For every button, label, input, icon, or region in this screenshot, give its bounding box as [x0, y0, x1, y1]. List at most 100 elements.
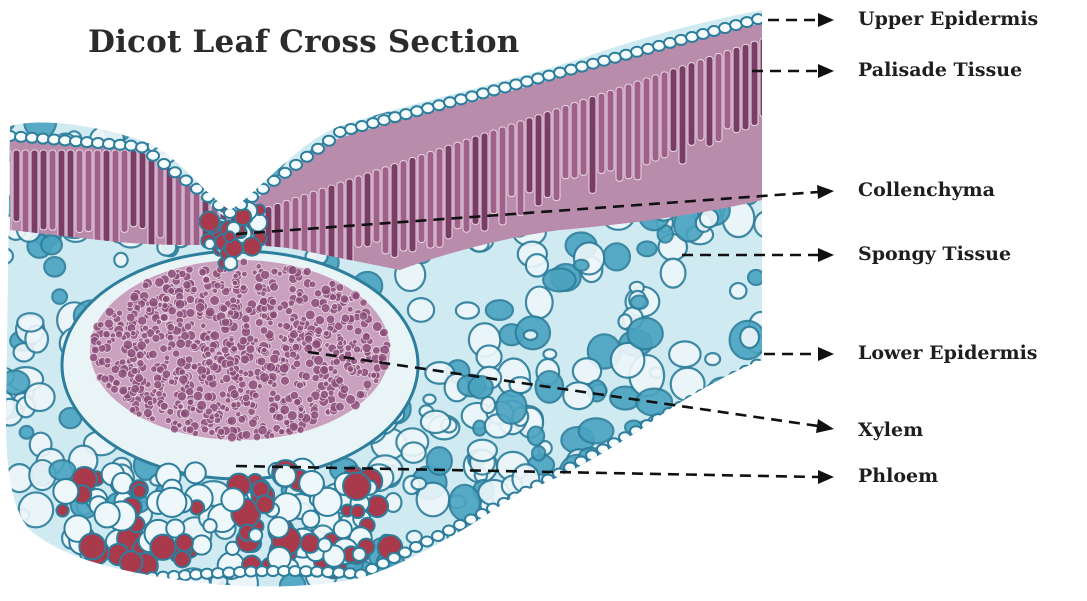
xylem-cell — [270, 390, 277, 397]
palisade-cell — [634, 81, 641, 180]
xylem-cell — [218, 428, 225, 435]
xylem-cell — [130, 330, 136, 336]
xylem-cell — [186, 308, 195, 317]
palisade-cell — [697, 60, 704, 141]
palisade-cell — [526, 118, 533, 193]
xylem-cell — [115, 331, 122, 338]
upper-epidermis-cell — [235, 200, 247, 210]
lower-epidermis-cell — [69, 574, 81, 584]
arrowhead-palisade-tissue — [818, 64, 834, 78]
xylem-cell — [309, 281, 316, 288]
arrowhead-spongy-tissue — [818, 248, 834, 262]
xylem-cell — [181, 409, 190, 418]
xylem-cell — [312, 340, 321, 349]
xylem-cell — [242, 315, 250, 323]
xylem-cell — [268, 379, 274, 385]
xylem-cell — [105, 308, 114, 317]
spongy-cell — [543, 349, 556, 359]
xylem-cell — [336, 376, 344, 384]
spongy-cell — [637, 242, 656, 257]
spongy-cell — [729, 518, 761, 555]
spongy-cell — [614, 443, 631, 461]
spongy-cell — [311, 118, 324, 131]
upper-epidermis-cell — [224, 208, 236, 218]
xylem-cell — [205, 408, 212, 415]
label-lower-epidermis: Lower Epidermis — [858, 342, 1038, 364]
xylem-cell — [258, 425, 267, 434]
xylem-cell — [269, 298, 276, 305]
spongy-cell — [555, 527, 568, 538]
xylem-cell — [242, 271, 248, 277]
spongy-cell — [687, 509, 717, 535]
spongy-cell — [754, 211, 780, 238]
lower-epidermis-cell — [476, 509, 488, 519]
palisade-cell — [49, 150, 56, 230]
xylem-cell — [341, 314, 349, 322]
palisade-cell — [373, 170, 380, 243]
xylem-cell — [278, 334, 283, 339]
xylem-cell — [129, 406, 136, 413]
xylem-cell — [230, 390, 239, 399]
spongy-cell — [543, 268, 576, 291]
lower-epidermis-cell — [531, 481, 543, 491]
xylem-cell — [282, 345, 289, 352]
lower-epidermis-cell — [619, 432, 631, 442]
spongy-cell — [627, 435, 660, 459]
spongy-cell — [679, 457, 691, 469]
spongy-cell — [707, 514, 742, 543]
spongy-cell — [740, 440, 768, 462]
xylem-cell — [141, 332, 148, 339]
spongy-cell — [20, 426, 34, 439]
phloem-cell — [79, 533, 105, 559]
palisade-cell — [742, 44, 749, 130]
spongy-cell — [558, 511, 578, 529]
palisade-cell — [409, 158, 416, 252]
xylem-cell — [238, 415, 246, 423]
lower-epidermis-cell — [124, 573, 136, 583]
xylem-cell — [103, 331, 111, 339]
spongy-cell — [524, 536, 543, 553]
xylem-cell — [160, 313, 168, 321]
xylem-cell — [200, 323, 206, 329]
upper-epidermis-cell — [158, 159, 170, 169]
spongy-cell — [656, 439, 686, 461]
lower-epidermis-cell — [91, 574, 103, 584]
spongy-cell — [609, 571, 636, 597]
lower-epidermis-cell — [465, 515, 477, 525]
phloem-cell — [150, 535, 175, 560]
xylem-cell — [311, 411, 319, 419]
upper-epidermis-cell — [301, 152, 313, 162]
xylem-cell — [149, 350, 158, 359]
palisade-cell — [769, 35, 776, 114]
palisade-cell — [103, 150, 110, 242]
palisade-cell — [85, 150, 92, 232]
spongy-cell — [528, 564, 560, 598]
spongy-cell — [204, 126, 237, 160]
palisade-cell — [418, 154, 425, 242]
xylem-cell — [238, 376, 243, 381]
xylem-cell — [204, 392, 213, 401]
spongy-cell — [724, 530, 755, 559]
xylem-cell — [210, 331, 220, 341]
xylem-cell — [130, 292, 139, 301]
spongy-cell — [438, 560, 457, 574]
lower-epidermis-cell — [36, 573, 48, 583]
xylem-cell — [206, 374, 214, 382]
spongy-cell — [526, 287, 553, 319]
spongy-cell — [556, 481, 585, 514]
label-spongy-tissue: Spongy Tissue — [858, 243, 1011, 265]
spongy-cell — [693, 517, 726, 555]
xylem-cell — [219, 391, 226, 398]
palisade-cell — [661, 72, 668, 158]
spongy-cell — [692, 420, 721, 454]
spongy-cell — [652, 488, 684, 522]
lower-epidermis-cell — [355, 570, 367, 580]
spongy-cell — [669, 341, 700, 367]
palisade-cell — [706, 57, 713, 147]
spongy-cell — [724, 501, 752, 531]
lower-epidermis-cell — [432, 531, 444, 541]
lower-epidermis-cell — [399, 548, 411, 558]
upper-epidermis-cell — [312, 144, 324, 154]
spongy-cell — [408, 298, 434, 322]
spongy-cell — [574, 260, 589, 271]
